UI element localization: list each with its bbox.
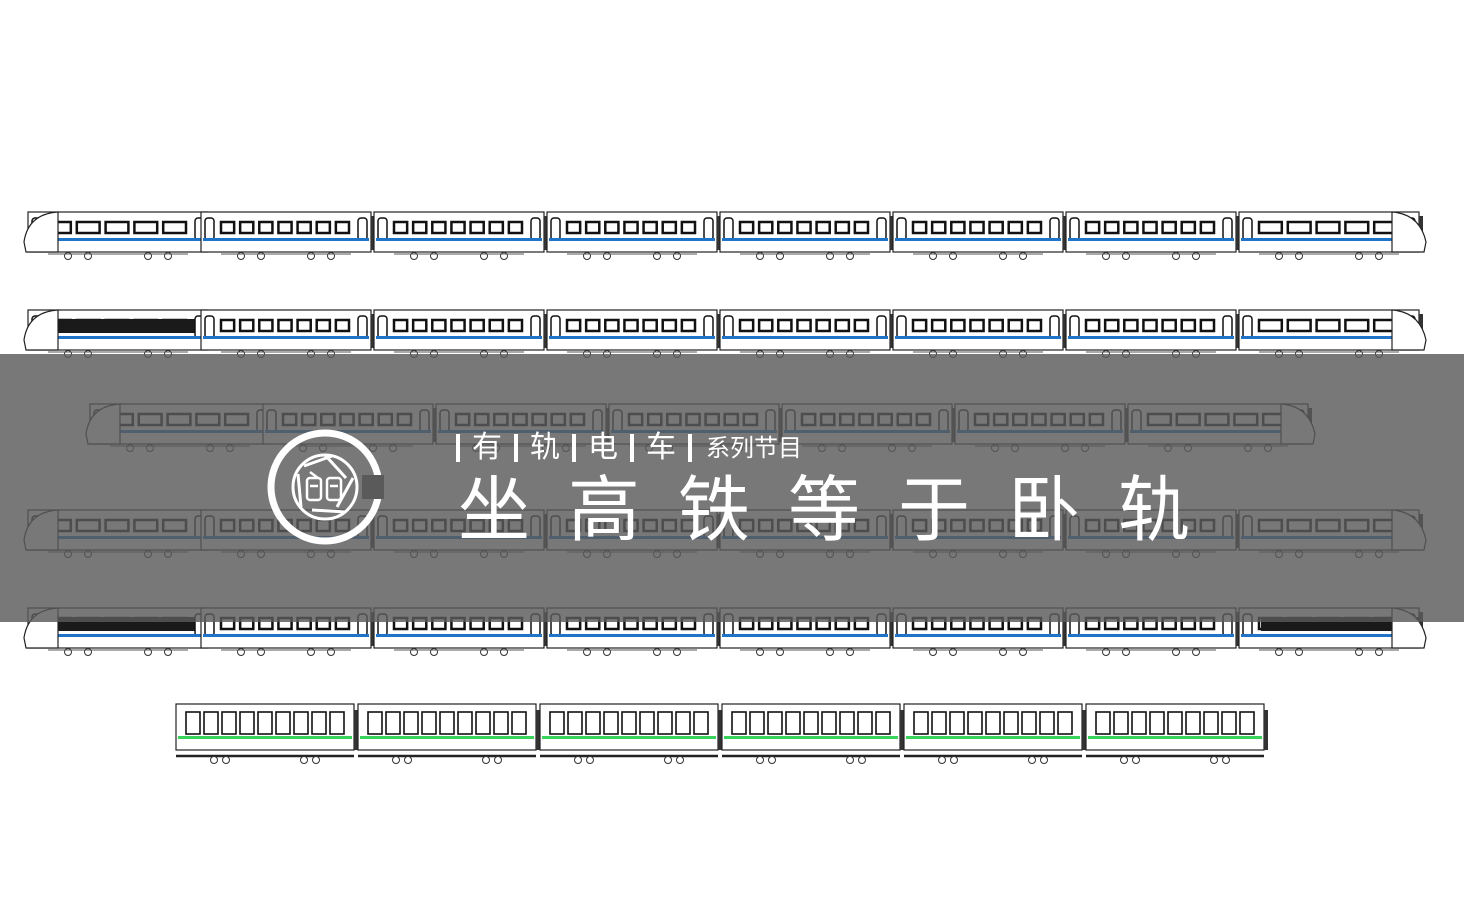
separator-bar — [572, 434, 576, 462]
separator-bar — [630, 434, 634, 462]
series-suffix: 系列节目 — [706, 434, 802, 462]
separator-bar — [514, 434, 518, 462]
train-car — [721, 703, 904, 764]
series-word: 电 — [588, 430, 618, 465]
series-word: 车 — [646, 430, 676, 465]
train-car — [719, 211, 894, 260]
train-car — [373, 309, 548, 358]
high-speed-train — [23, 309, 1427, 358]
high-speed-train — [23, 211, 1427, 260]
train-car — [357, 703, 540, 764]
train-car — [175, 703, 358, 764]
train-car — [1238, 211, 1423, 260]
bus-icon — [325, 476, 343, 502]
metro-train — [175, 703, 1268, 764]
separator-bar — [456, 434, 460, 462]
series-title: 有 轨 电 车 系列节目 — [456, 428, 802, 468]
train-car — [1065, 309, 1240, 358]
episode-headline: 坐高铁等于卧轨 — [458, 468, 1229, 552]
train-car — [539, 703, 722, 764]
tram-icon — [305, 471, 323, 502]
camera-aperture-icon — [267, 429, 384, 545]
train-car — [719, 309, 894, 358]
train-car — [200, 309, 375, 358]
train-car — [1065, 211, 1240, 260]
train-car — [546, 211, 721, 260]
train-car — [200, 211, 375, 260]
train-car — [892, 309, 1067, 358]
train-car — [892, 211, 1067, 260]
series-word: 有 — [472, 430, 502, 465]
title-banner — [0, 354, 1464, 622]
separator-bar — [688, 434, 692, 462]
train-car — [903, 703, 1086, 764]
series-word: 轨 — [530, 430, 560, 465]
train-car — [546, 309, 721, 358]
train-car — [1085, 703, 1268, 764]
train-car — [373, 211, 548, 260]
